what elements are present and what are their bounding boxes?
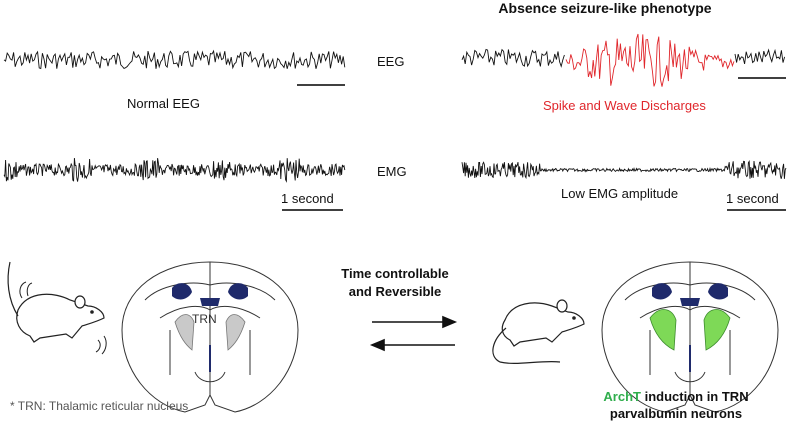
eeg-normal-trace bbox=[3, 49, 346, 70]
cortex-patch-right-c bbox=[680, 298, 700, 306]
trn-left-gray-l bbox=[174, 314, 195, 351]
reversible-label: and Reversible bbox=[348, 284, 442, 299]
swd-label: Spike and Wave Discharges bbox=[543, 98, 706, 113]
archt-rest: induction in TRN bbox=[640, 389, 749, 404]
emg-normal-trace bbox=[3, 157, 346, 183]
mouse-still-icon bbox=[492, 299, 585, 365]
eeg-absence-trace-post bbox=[734, 48, 786, 65]
mouse-moving-icon bbox=[7, 261, 107, 355]
trn-right-green-r bbox=[703, 309, 731, 351]
brain-right bbox=[601, 261, 779, 413]
eeg-absence-trace-pre bbox=[461, 48, 565, 68]
cortex-patch-right-l bbox=[652, 283, 672, 300]
time-controllable-label: Time controllable bbox=[341, 266, 449, 281]
normal-eeg-label: Normal EEG bbox=[127, 96, 200, 111]
scale-label-right: 1 second bbox=[726, 191, 779, 206]
brain-left bbox=[121, 261, 299, 413]
traces bbox=[3, 33, 787, 183]
trn-label: TRN bbox=[192, 312, 217, 326]
cortex-patch-left-r bbox=[228, 283, 248, 300]
scale-label-left: 1 second bbox=[281, 191, 334, 206]
emg-label: EMG bbox=[377, 164, 407, 179]
reversible-arrows bbox=[369, 315, 458, 352]
archt-caption: ArchT induction in TRN parvalbumin neuro… bbox=[556, 388, 788, 422]
low-emg-label: Low EMG amplitude bbox=[561, 186, 679, 201]
archt-line2: parvalbumin neurons bbox=[609, 406, 743, 421]
cortex-patch-left-l bbox=[172, 283, 192, 300]
cortex-patch-right-r bbox=[708, 283, 728, 300]
eeg-swd-trace bbox=[565, 33, 735, 87]
trn-left-gray-r bbox=[225, 314, 246, 351]
trn-right-green-l bbox=[649, 309, 677, 351]
archt-highlight: ArchT bbox=[603, 389, 641, 404]
emg-absence-trace bbox=[461, 160, 787, 180]
chart-title: Absence seizure-like phenotype bbox=[498, 0, 712, 16]
eeg-label: EEG bbox=[377, 54, 405, 69]
cortex-patch-left-c bbox=[200, 298, 220, 306]
footnote: * TRN: Thalamic reticular nucleus bbox=[10, 399, 189, 413]
